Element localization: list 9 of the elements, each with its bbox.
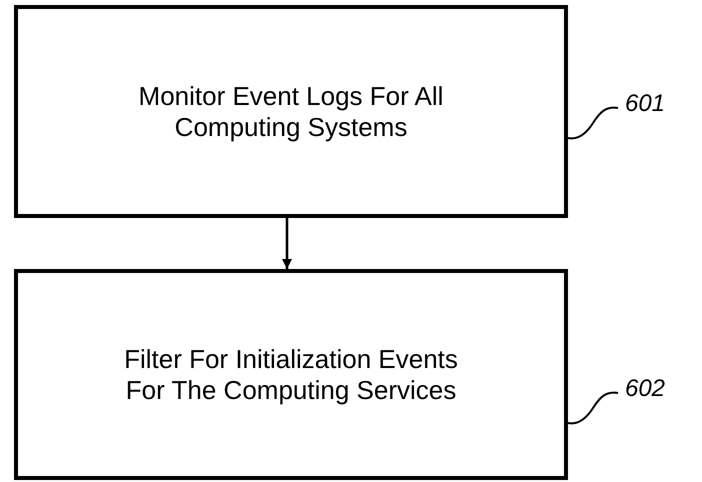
arrow: [282, 218, 292, 269]
process-box: [14, 5, 568, 218]
step-text: Monitor Event Logs For All Computing Systems: [138, 80, 444, 142]
leader-line: [568, 392, 618, 424]
reference-numeral: 601: [624, 90, 666, 118]
reference-numeral: 602: [624, 375, 666, 403]
step-text: Filter For Initialization Events For The Computing Services: [123, 344, 459, 406]
process-box: [14, 269, 568, 480]
leader-line: [568, 106, 618, 140]
